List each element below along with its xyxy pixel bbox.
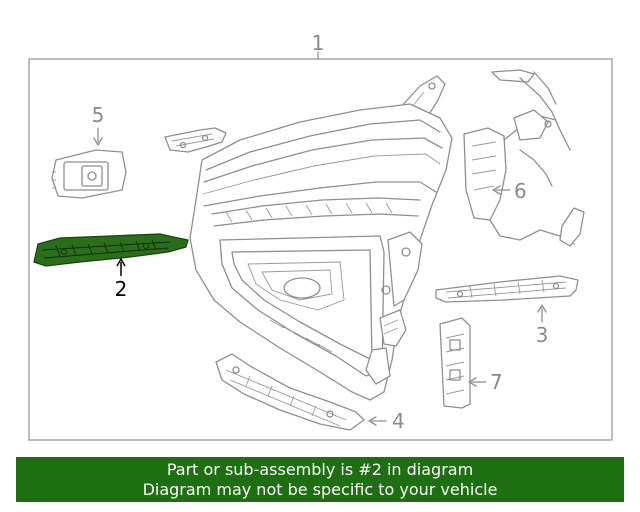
- part-2-highlighted: [33, 233, 189, 267]
- info-banner: Part or sub-assembly is #2 in diagram Di…: [16, 457, 624, 502]
- callout-3-arrow: [537, 304, 547, 323]
- part-6-harness: [463, 69, 585, 247]
- callout-7-arrow: [468, 377, 487, 387]
- part-4-bracket: [215, 353, 365, 431]
- parts-diagram: 1: [28, 31, 613, 441]
- banner-line-1: Part or sub-assembly is #2 in diagram: [166, 460, 474, 479]
- callout-5-arrow: [93, 127, 103, 146]
- part-5-module: [51, 149, 127, 199]
- callout-4: 4: [392, 409, 405, 433]
- headlamp-assembly: [164, 75, 453, 401]
- callout-6-arrow: [492, 185, 511, 195]
- callout-4-arrow: [368, 416, 387, 426]
- callout-6: 6: [514, 179, 527, 203]
- part-3-bracket: [435, 275, 579, 303]
- callout-7: 7: [490, 370, 503, 394]
- callout-5: 5: [92, 103, 105, 127]
- callout-3: 3: [536, 323, 549, 347]
- callout-2: 2: [115, 277, 128, 301]
- callout-2-arrow: [116, 257, 126, 276]
- callout-1: 1: [312, 31, 325, 55]
- banner-line-2: Diagram may not be specific to your vehi…: [142, 480, 498, 499]
- part-7-bracket: [439, 317, 471, 409]
